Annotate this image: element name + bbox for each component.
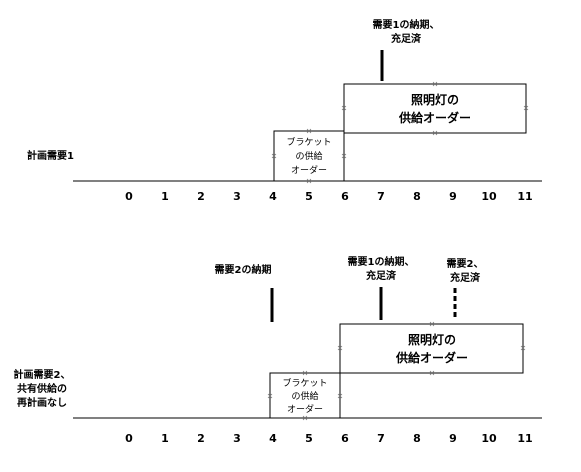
bottom-demand1-label-line2: 充足済 (366, 269, 397, 282)
top-demand1-label-line2: 充足済 (391, 32, 422, 45)
top-axis-tick-6: 6 (341, 190, 349, 203)
bottom-axis-tick-1: 1 (161, 432, 169, 445)
top-axis-tick-0: 0 (125, 190, 133, 203)
top-bracket-order-line3: オーダー (291, 164, 327, 176)
bottom-axis-tick-0: 0 (125, 432, 133, 445)
bottom-axis-tick-9: 9 (449, 432, 457, 445)
top-demand1-label-line1: 需要1の納期、 (373, 18, 440, 31)
top-lighting-order-box (343, 83, 527, 134)
bottom-demand2-done-label-line2: 充足済 (450, 271, 481, 284)
bottom-lighting-order-line1: 照明灯の (408, 332, 456, 347)
top-axis-tick-4: 4 (269, 190, 277, 203)
top-panel: 0 1 2 3 4 5 6 7 8 9 10 11 計画需要1 需要1の納期、 充足済 ブラケット の… (27, 18, 542, 203)
bottom-axis-tick-8: 8 (413, 432, 421, 445)
bottom-panel: 0 1 2 3 4 5 6 7 8 9 10 11 計画需要2、 共有供給の 再計画なし 需要2の納期… (14, 255, 542, 445)
top-axis-tick-10: 10 (481, 190, 497, 203)
bottom-row-label-line1: 計画需要2、 (14, 368, 71, 381)
top-axis-tick-3: 3 (233, 190, 241, 203)
top-bracket-order-line2: の供給 (295, 150, 322, 162)
bottom-axis-tick-11: 11 (517, 432, 532, 445)
top-axis-tick-8: 8 (413, 190, 421, 203)
top-axis-tick-1: 1 (161, 190, 169, 203)
bottom-axis-tick-2: 2 (197, 432, 205, 445)
top-lighting-order-line2: 供給オーダー (398, 110, 471, 125)
bottom-axis-ticks: 0 1 2 3 4 5 6 7 8 9 10 11 (125, 432, 532, 445)
top-axis-ticks: 0 1 2 3 4 5 6 7 8 9 10 11 (125, 190, 532, 203)
top-connection-handles (271, 81, 529, 184)
bottom-bracket-order-line1: ブラケット (282, 377, 327, 389)
bottom-axis-tick-7: 7 (377, 432, 385, 445)
top-axis-tick-7: 7 (377, 190, 385, 203)
bottom-lighting-order-line2: 供給オーダー (395, 350, 468, 365)
bottom-axis-tick-6: 6 (341, 432, 349, 445)
bottom-bracket-order-line3: オーダー (287, 403, 323, 415)
top-row-label: 計画需要1 (27, 149, 74, 162)
top-axis-tick-11: 11 (517, 190, 532, 203)
bottom-row-label-line2: 共有供給の (17, 382, 67, 395)
bottom-row-label-line3: 再計画なし (17, 396, 67, 409)
top-lighting-order-line1: 照明灯の (411, 92, 459, 107)
bottom-demand2-done-label-line1: 需要2、 (447, 258, 484, 270)
top-axis-tick-9: 9 (449, 190, 457, 203)
bottom-axis-tick-5: 5 (305, 432, 313, 445)
bottom-axis-tick-4: 4 (269, 432, 277, 445)
top-bracket-order-line1: ブラケット (286, 136, 331, 148)
bottom-axis-tick-10: 10 (481, 432, 497, 445)
bottom-demand1-label-line1: 需要1の納期、 (348, 255, 415, 268)
bottom-lighting-order-box (339, 323, 524, 374)
bottom-connection-handles (267, 321, 526, 421)
bottom-axis-tick-3: 3 (233, 432, 241, 445)
top-axis-tick-2: 2 (197, 190, 205, 203)
bottom-demand2-label: 需要2の納期 (215, 263, 272, 276)
bottom-bracket-order-line2: の供給 (291, 390, 318, 402)
top-axis-tick-5: 5 (305, 190, 313, 203)
